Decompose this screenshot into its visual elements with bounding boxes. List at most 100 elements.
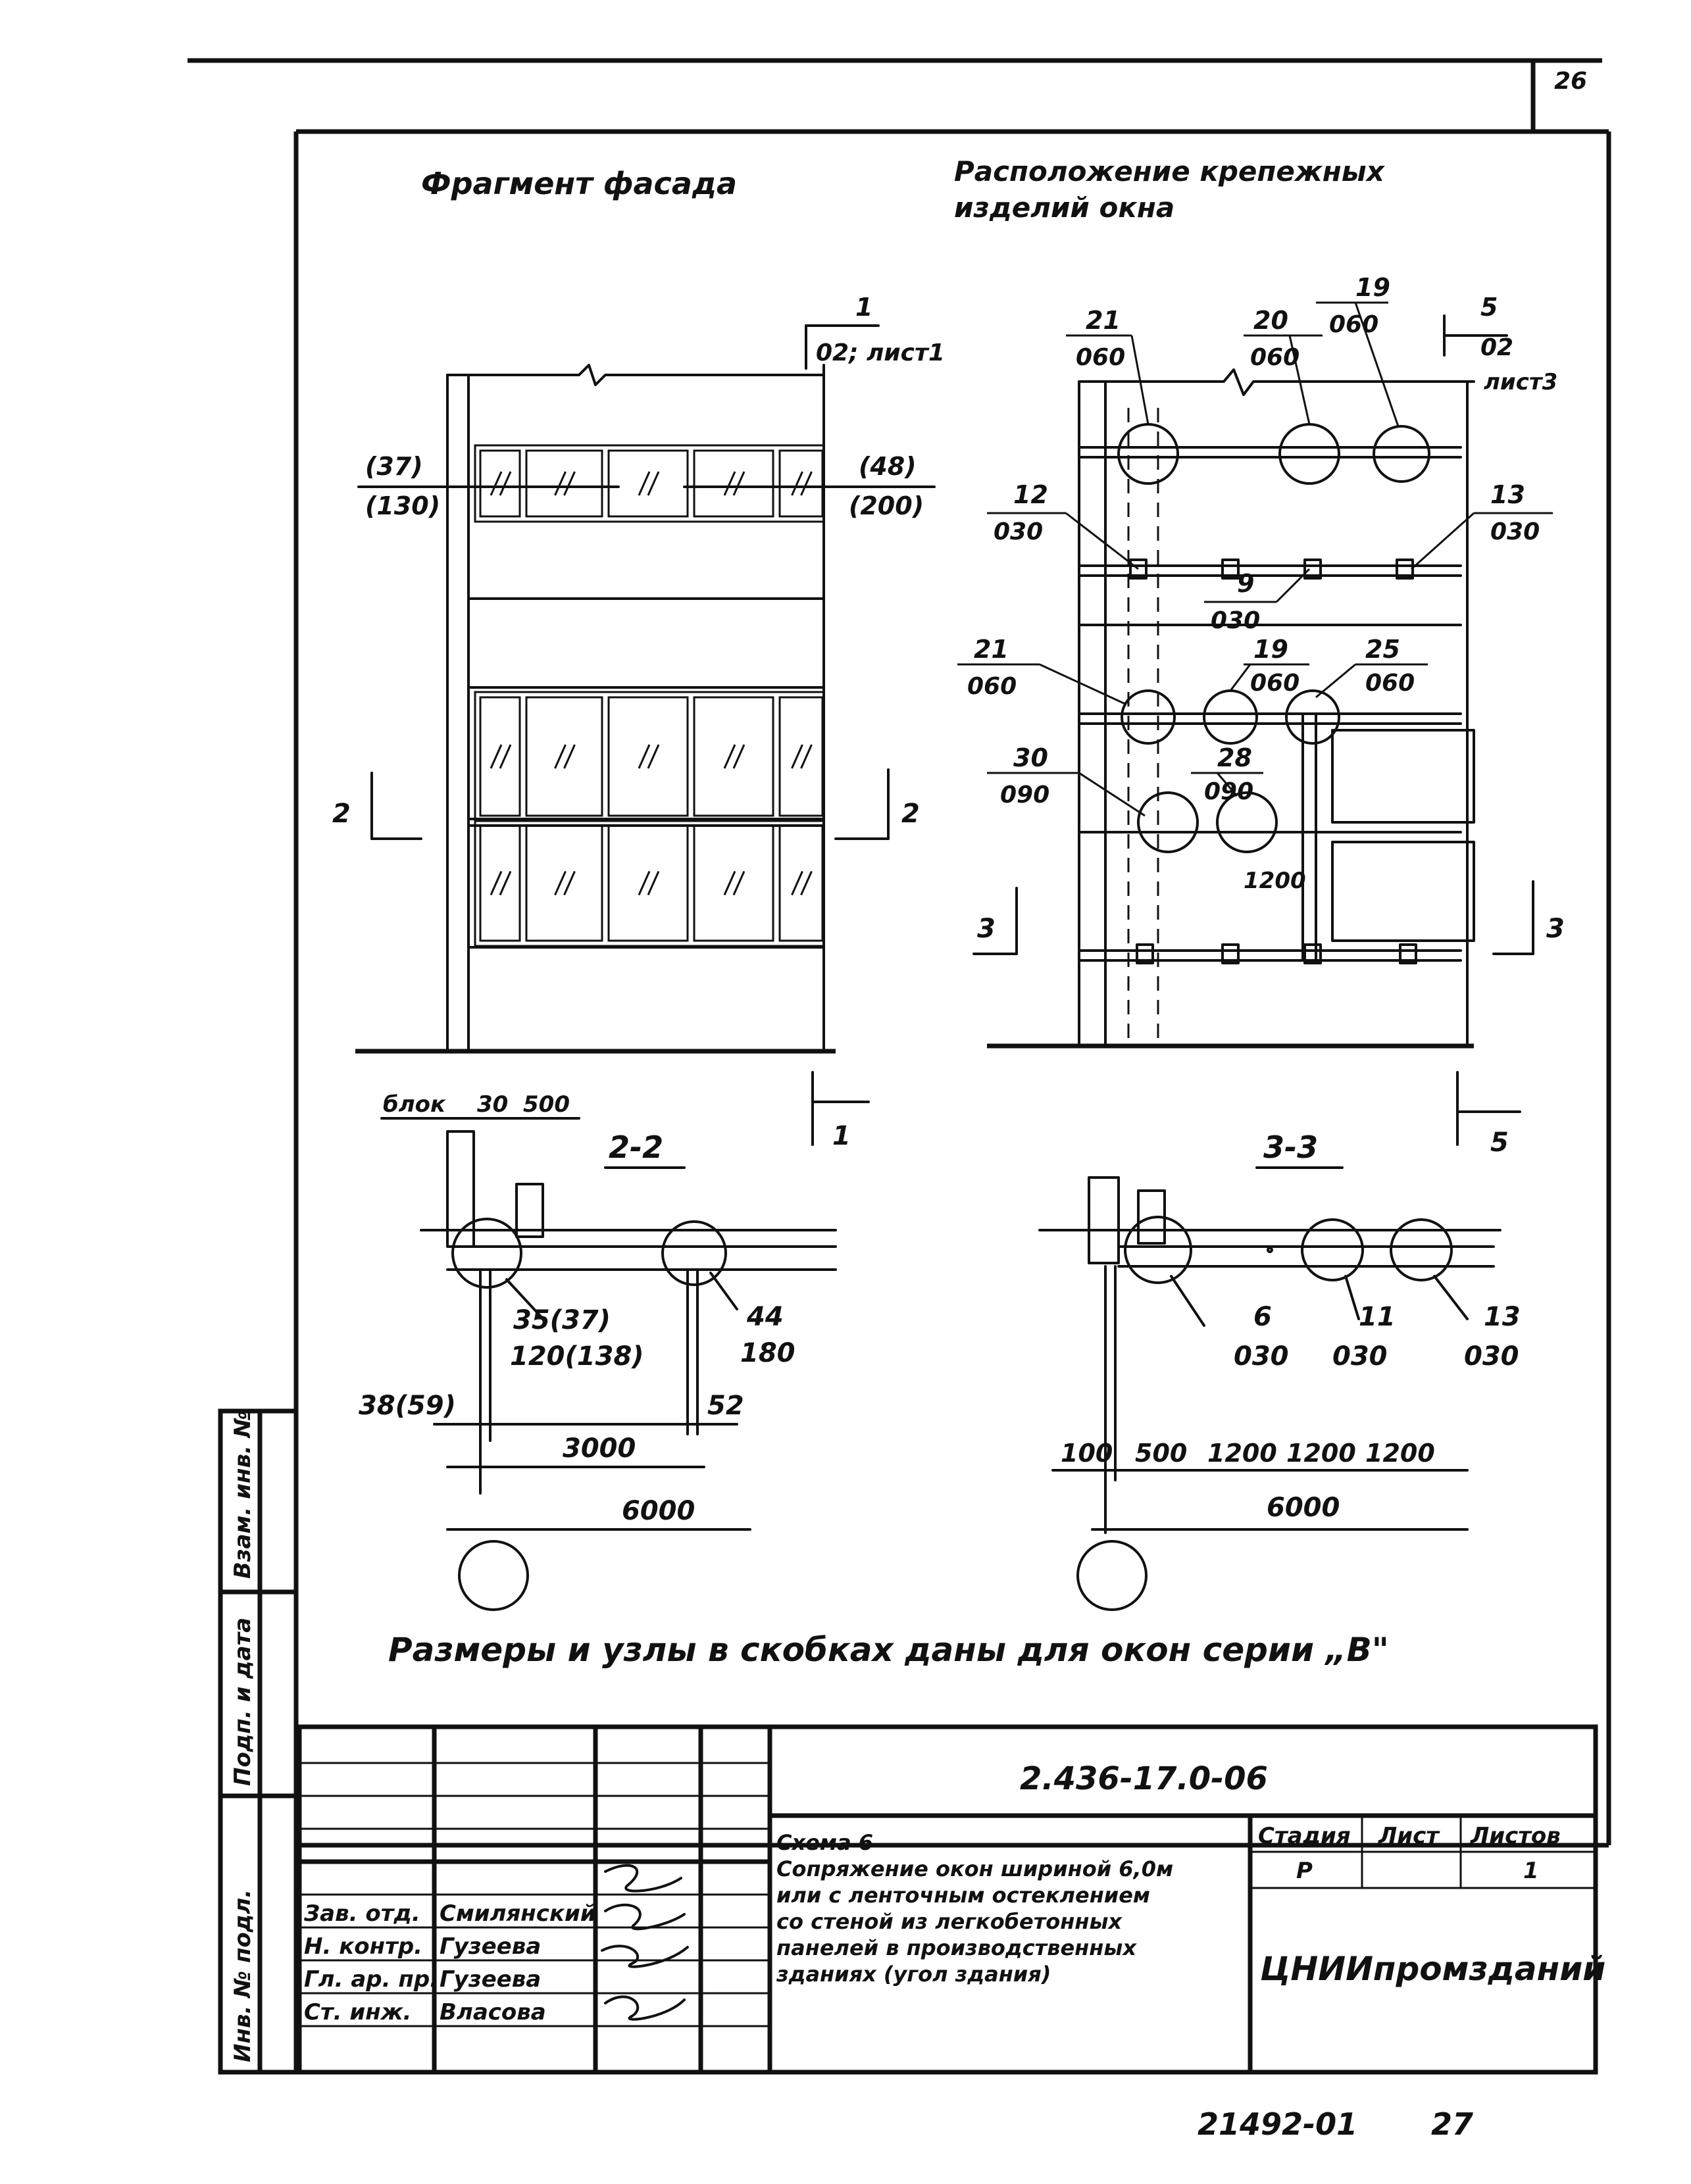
glazing-mark	[723, 471, 736, 496]
stage-label: Стадия	[1258, 1823, 1351, 1849]
node-label-num: 28	[1217, 743, 1252, 772]
facade-windows	[474, 444, 825, 947]
node-label-code: 060	[1250, 670, 1300, 697]
section-2-2-dim-3000: 3000	[563, 1433, 636, 1464]
section-3-3-dim-1200-c: 1200	[1365, 1439, 1435, 1468]
description-line-6: зданиях (угол здания)	[776, 1962, 1051, 1987]
section-2-2-node-a-code: 120(138)	[510, 1341, 644, 1372]
cut-mark-1: 1	[832, 1121, 851, 1151]
window-pane	[607, 449, 689, 518]
window-pane	[693, 449, 774, 518]
description-line-1: Схема 6	[776, 1830, 873, 1855]
window-frame	[474, 819, 825, 947]
description-line-5: панелей в производственных	[776, 1935, 1137, 1960]
node-label-leader	[1354, 302, 1400, 427]
cut-marks-1-5	[811, 1071, 1521, 1146]
node-label-leader	[1078, 772, 1146, 817]
window-pane	[607, 696, 689, 817]
fasteners-title-line2: изделий окна	[954, 191, 1174, 224]
cut-marks-2	[370, 768, 890, 840]
window-pane	[693, 824, 774, 942]
node-label-num: 30	[1013, 743, 1048, 772]
section-3-3-node-13-num: 13	[1484, 1302, 1521, 1332]
sheets-label: Листов	[1470, 1823, 1561, 1849]
fastener-symbol	[1221, 943, 1240, 964]
node-label-leader	[1275, 568, 1311, 603]
cut-mark-2-right: 2	[901, 799, 920, 829]
node-circle	[1117, 423, 1179, 485]
node-label-num: 25	[1365, 635, 1400, 664]
node-label-code: 090	[1204, 778, 1253, 805]
facade-section-mark	[805, 324, 880, 370]
node-label-num: 19	[1355, 273, 1390, 302]
section-2-2-node-b-code: 180	[740, 1338, 795, 1368]
section-3-3-node-11-code: 030	[1332, 1341, 1388, 1372]
section-3-3-node-6-code: 030	[1234, 1341, 1289, 1372]
window-pane	[479, 824, 521, 942]
cut-mark-5: 5	[1490, 1128, 1509, 1158]
window-frame	[474, 444, 825, 523]
doc-code: 2.436-17.0-06	[1020, 1760, 1268, 1797]
fastener-symbol	[1221, 558, 1240, 580]
fastener-section-sheet: лист3	[1484, 369, 1557, 395]
cut-marks-3	[972, 880, 1534, 955]
facade-dim-right-top: (48)	[859, 452, 917, 481]
node-label-leader	[1315, 663, 1356, 699]
fastener-section-ref: 02	[1480, 334, 1513, 361]
node-circle	[1203, 689, 1258, 745]
node-label-code: 030	[1211, 607, 1260, 634]
window-pane	[525, 696, 603, 817]
facade-fragment	[355, 364, 836, 1054]
facade-section-ref: 02; лист1	[816, 339, 945, 366]
section-2-2-node-a-num: 35(37)	[513, 1305, 611, 1335]
facade-dim-right-bottom: (200)	[849, 491, 924, 520]
glazing-mark	[791, 471, 803, 496]
glazing-mark	[490, 744, 503, 769]
glazing-mark	[647, 471, 660, 496]
sheets-value: 1	[1523, 1858, 1539, 1884]
signatures	[601, 1864, 689, 2021]
staff-role-1: Зав. отд.	[303, 1900, 420, 1927]
staff-role-4: Ст. инж.	[304, 1999, 411, 2025]
node-label-num: 12	[1013, 480, 1048, 509]
window-pane	[479, 449, 521, 518]
node-label-num: 19	[1253, 635, 1288, 664]
stage-value: Р	[1296, 1858, 1313, 1884]
description-line-2: Сопряжение окон шириной 6,0м	[776, 1856, 1173, 1881]
node-circle	[1216, 791, 1278, 853]
staff-name-3: Гузеева	[440, 1966, 541, 1993]
facade-title: Фрагмент фасада	[421, 166, 737, 201]
archive-number: 21492-01	[1198, 2106, 1357, 2142]
node-label-leader	[1216, 772, 1238, 797]
sheet-label: Лист	[1378, 1823, 1440, 1849]
node-label-num: 21	[1086, 306, 1121, 335]
node-label-code: 060	[967, 673, 1017, 700]
sheet-frame	[188, 58, 1611, 1848]
section-3-3-dim-1200-b: 1200	[1286, 1439, 1356, 1468]
node-label-leader	[1130, 335, 1149, 425]
facade-dim-left-top: (37)	[365, 452, 423, 481]
fastener-section-num: 5	[1480, 293, 1498, 322]
dim-1200-plan: 1200	[1244, 868, 1306, 894]
glazing-mark	[563, 744, 576, 769]
section-3-3-dim-1200-a: 1200	[1207, 1439, 1277, 1468]
node-label-leader	[1039, 663, 1126, 705]
staff-name-4: Власова	[440, 1999, 546, 2025]
glazing-mark	[723, 744, 736, 769]
window-pane	[778, 449, 824, 518]
fastener-symbol	[1303, 943, 1322, 964]
section-3-3-dim-6000: 6000	[1267, 1493, 1340, 1523]
section-3-3-node-11-num: 11	[1359, 1302, 1396, 1332]
node-label-num: 21	[974, 635, 1009, 664]
brackets-note: Размеры и узлы в скобках даны для окон с…	[388, 1631, 1389, 1669]
glazing-mark	[791, 744, 803, 769]
node-label-code: 030	[994, 518, 1043, 545]
staff-role-3: Гл. ар. пр.	[304, 1966, 438, 1993]
cut-mark-2-left: 2	[332, 799, 351, 829]
section-2-2-dim-500: 500	[523, 1091, 570, 1118]
side-stamp-column	[218, 1408, 299, 2075]
fastener-symbol	[1136, 943, 1154, 964]
glazing-mark	[499, 870, 512, 896]
glazing-mark	[800, 744, 813, 769]
